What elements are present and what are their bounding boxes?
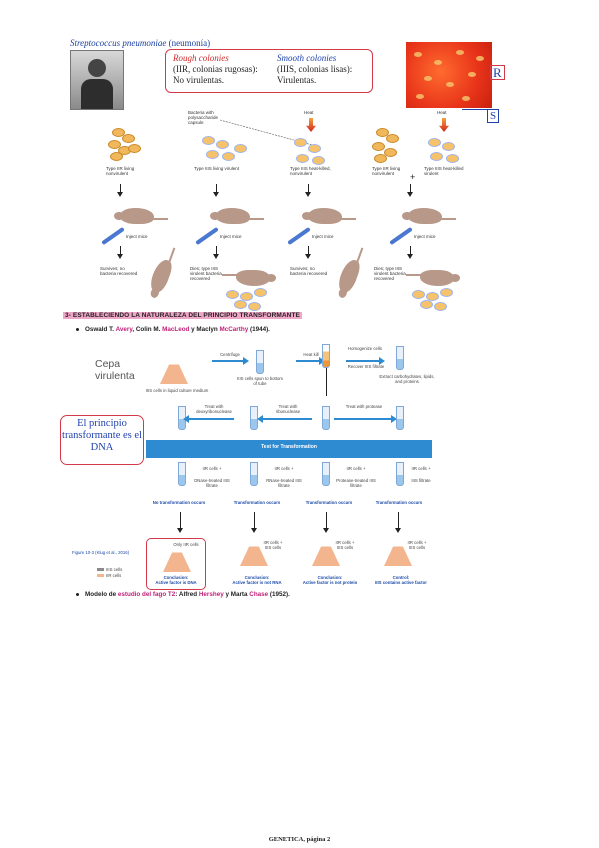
type-label-1: Type IIR living nonvirulent [106, 166, 135, 176]
step-centrifuge: Centrifuge [220, 352, 240, 357]
mouse-alive-icon [147, 257, 175, 295]
step-cells-spun: IIIS cells spun to bottom of tube [237, 376, 283, 386]
mouse-alive-icon [335, 257, 363, 295]
mouse-dead-icon [420, 270, 454, 286]
cepa-label: Cepa virulenta [95, 358, 135, 382]
outcome-4: Dies; type IIIS virulent bacteria recove… [374, 266, 406, 281]
rough-status: No virulentas. [173, 75, 224, 85]
step-cells-liquid: IIIS cells in liquid culture medium [145, 388, 209, 393]
tube-icon [322, 406, 330, 430]
capsule-label: Bacteria with polysaccharide capsule [188, 110, 219, 125]
label-s: S [487, 109, 500, 123]
heat-arrow-icon [439, 118, 449, 132]
tube-icon [256, 350, 264, 374]
mouse-icon [302, 208, 356, 224]
outcome-2: Dies; type IIIS virulent bacteria recove… [190, 266, 222, 281]
organism-title: Streptococcus pneumoniae (neumonía) [70, 38, 210, 48]
step-ribo: Treat with ribonuclease [275, 404, 301, 414]
petri-dish-image [406, 42, 492, 108]
colonies-box: Rough colonies (IIR, colonias rugosas): … [165, 49, 373, 93]
type-label-3: Type IIIS heat-killed, nonvirulent [290, 166, 331, 176]
smooth-desc: (IIIS, colonias lisas): [277, 64, 353, 74]
smooth-status: Virulentas. [277, 75, 317, 85]
rough-title: Rough colonies [173, 53, 229, 63]
griffith-diagram: Bacteria with polysaccharide capsule Hea… [90, 110, 510, 311]
smooth-title: Smooth colonies [277, 53, 337, 63]
tube-icon [322, 344, 330, 368]
type-label-5: Type IIIS heat-killed virulent [424, 166, 464, 176]
syringe-icon [389, 226, 413, 246]
mouse-icon [114, 208, 168, 224]
inject-label-1: Inject mice [126, 234, 148, 239]
type-label-2: Type IIIS living virulent [194, 166, 240, 171]
figure-ref: Figure 10-3 (Klug et al., 2016) [72, 550, 130, 555]
type-label-4: Type IIR living nonvirulent [372, 166, 401, 176]
flask-icon [160, 354, 188, 384]
heat-label-2: Heat [437, 110, 447, 115]
mouse-dead-icon [236, 270, 270, 286]
page-footer: GENETICA, página 2 [268, 836, 331, 843]
organism-name: Streptococcus pneumoniae [70, 38, 167, 48]
outcome-3: Survives; no bacteria recovered [290, 266, 328, 276]
legend-swatch-iiis [97, 568, 104, 572]
mouse-icon [402, 208, 456, 224]
legend-swatch-iir [97, 574, 104, 578]
conclusion-highlight-box [146, 538, 206, 590]
label-r: R [490, 65, 505, 80]
heat-label-1: Heat [304, 110, 314, 115]
disease-name: (neumonía) [168, 38, 211, 48]
step-deoxy: Treat with deoxyribonuclease [196, 404, 232, 414]
principio-box: El principio transformante es el DNA [60, 415, 144, 465]
step-extract: Extract carbohydrates, lipids, and prote… [379, 374, 435, 384]
figure-legend: IIIS cells IIR cells [97, 567, 122, 579]
step-homogenize: Homogenize cells [348, 346, 382, 351]
rough-desc: (IIR, colonias rugosas): [173, 64, 258, 74]
tube-icon [396, 406, 404, 430]
heat-arrow-icon [306, 118, 316, 132]
griffith-photo [70, 50, 124, 110]
outcome-1: Survives; no bacteria recovered [100, 266, 138, 276]
inject-label-3: Inject mice [312, 234, 334, 239]
bullet-avery: Oswald T. Avery, Colin M. MacLeod y Macl… [76, 326, 270, 333]
step-recover: Recover IIIS filtrate [347, 364, 385, 369]
test-bar: Test for Transformation [146, 440, 432, 458]
tube-icon [396, 346, 404, 370]
bullet-hershey-chase: Modelo de estudio del fago T2: Alfred He… [76, 591, 290, 598]
label-s-pointer [462, 109, 488, 110]
step-heat-kill: Heat kill [303, 352, 319, 357]
mouse-icon [210, 208, 264, 224]
plus-sign: + [410, 172, 416, 182]
syringe-icon [101, 226, 125, 246]
inject-label-4: Inject mice [414, 234, 436, 239]
inject-label-2: Inject mice [220, 234, 242, 239]
step-protease: Treat with protease [345, 404, 383, 409]
section-title: 3- ESTABLECIENDO LA NATURALEZA DEL PRINC… [63, 312, 302, 319]
syringe-icon [287, 226, 311, 246]
syringe-icon [195, 226, 219, 246]
